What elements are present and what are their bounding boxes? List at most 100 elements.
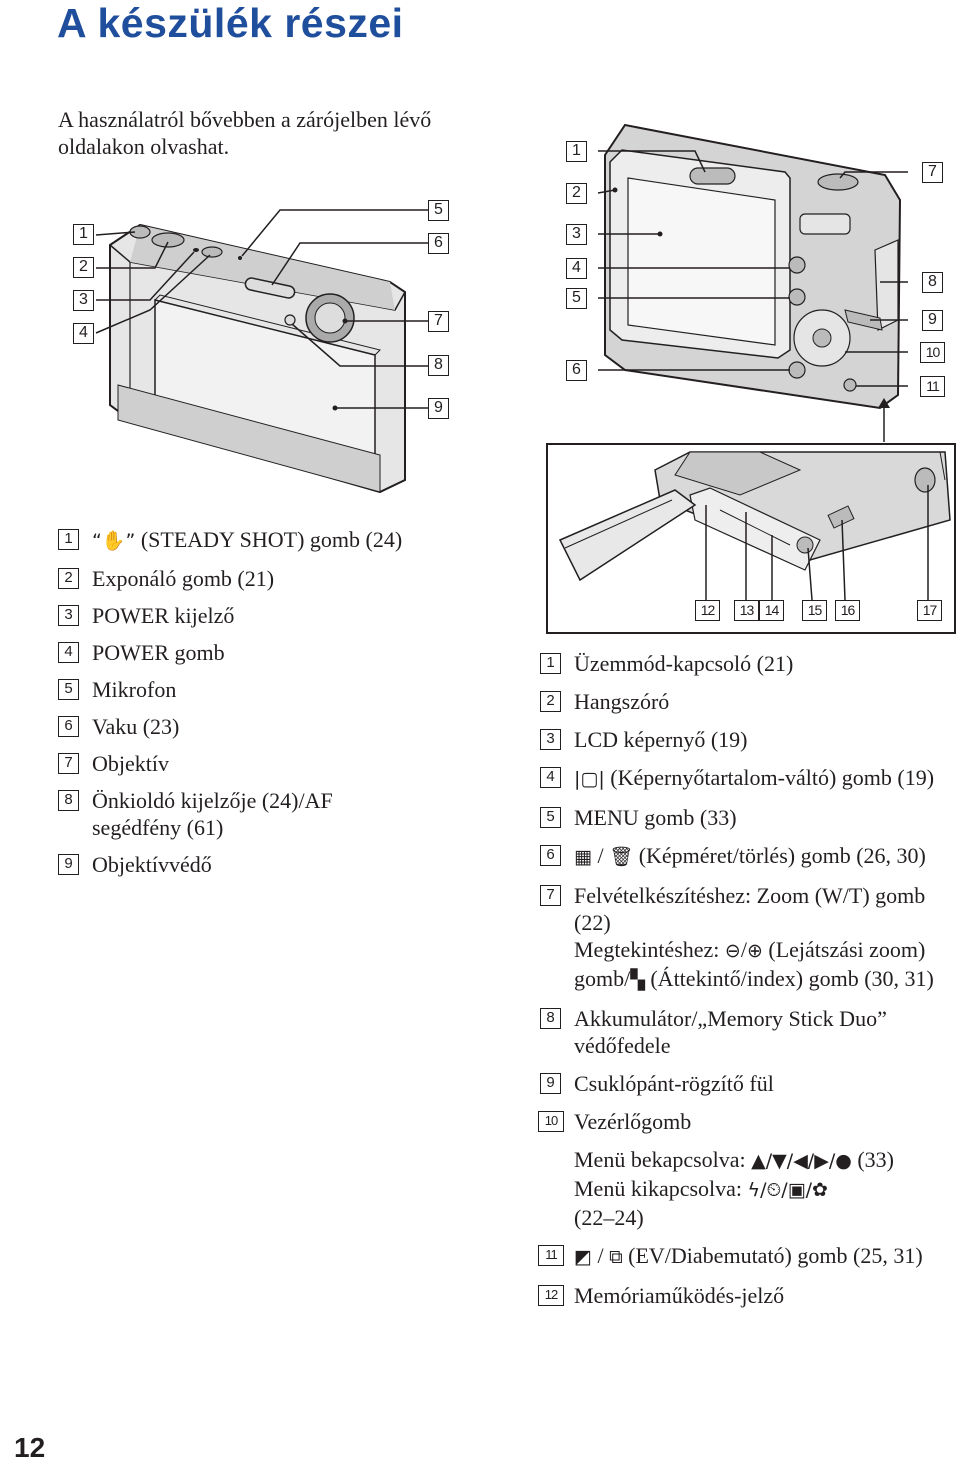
zoom-in-icon: ⊕: [746, 940, 763, 962]
back-callout-5: 5: [566, 288, 587, 309]
item-text: (Képernyőtartalom-váltó) gomb (19): [610, 765, 935, 790]
bottom-callout-17: 17: [917, 600, 942, 621]
item-text: (STEADY SHOT) gomb (24): [140, 527, 403, 552]
back-callout-7: 7: [922, 162, 943, 183]
front-callout-9: 9: [428, 398, 449, 419]
list-item: 2 Hangszóró: [540, 688, 960, 715]
list-item: Menü bekapcsolva: ▲/▼/◀/▶/● (33) Menü ki…: [540, 1146, 960, 1231]
list-item: 5 MENU gomb (33): [540, 804, 960, 831]
item-number: 1: [540, 653, 561, 674]
bottom-callout-14: 14: [759, 600, 784, 621]
list-item: 10 Vezérlőgomb: [538, 1108, 960, 1135]
item-text: Menü kikapcsolva:: [574, 1176, 743, 1201]
item-number: 10: [538, 1111, 564, 1132]
item-text: Felvételkészítéshez: Zoom (W/T) gomb (22…: [574, 883, 926, 935]
list-item: 1 “✋” (STEADY SHOT) gomb (24): [58, 526, 478, 555]
bottom-callout-16: 16: [835, 600, 860, 621]
page-number: 12: [14, 1432, 46, 1463]
item-text: Megtekintéshez:: [574, 937, 720, 962]
list-item: 8 Önkioldó kijelzője (24)/AF segédfény (…: [58, 787, 392, 841]
item-text: Exponáló gomb (21): [92, 566, 275, 591]
item-number: 8: [58, 790, 79, 811]
item-text: (33): [857, 1147, 894, 1172]
list-item: 6 ▦ / 🗑 (Képméret/törlés) gomb (26, 30): [540, 842, 960, 871]
front-parts-list: 1 “✋” (STEADY SHOT) gomb (24) 2 Exponáló…: [58, 526, 478, 888]
front-callout-1: 1: [73, 224, 94, 245]
list-item: 4 POWER gomb: [58, 639, 478, 666]
item-text: (EV/Diabemutató) gomb (25, 31): [628, 1243, 923, 1268]
page-title: A készülék részei: [57, 0, 404, 46]
front-callout-5: 5: [428, 200, 449, 221]
direction-keys-icon: ▲/▼/◀/▶/●: [751, 1150, 852, 1172]
item-text: Vaku (23): [92, 714, 180, 739]
item-text: Üzemmód-kapcsoló (21): [574, 651, 794, 676]
item-number: 12: [538, 1285, 564, 1306]
list-item: 11 ◩ / ⧉ (EV/Diabemutató) gomb (25, 31): [538, 1242, 960, 1271]
back-parts-list: 1 Üzemmód-kapcsoló (21) 2 Hangszóró 3 LC…: [538, 650, 960, 1320]
list-item: 6 Vaku (23): [58, 713, 478, 740]
bottom-callout-15: 15: [802, 600, 827, 621]
item-number: 6: [58, 716, 79, 737]
item-number: 5: [540, 807, 561, 828]
item-text: Önkioldó kijelzője (24)/AF segédfény (61…: [92, 788, 333, 840]
item-number: 4: [540, 767, 561, 788]
item-number: 7: [58, 753, 79, 774]
item-number: 4: [58, 642, 79, 663]
back-callout-8: 8: [922, 272, 943, 293]
list-item: 9 Csuklópánt-rögzítő fül: [540, 1070, 960, 1097]
item-text: Akkumulátor/„Memory Stick Duo” védőfedel…: [574, 1006, 887, 1058]
item-number: 8: [540, 1008, 561, 1029]
item-number: 9: [58, 854, 79, 875]
list-item: 3 LCD képernyő (19): [540, 726, 960, 753]
intro-text: A használatról bővebben a zárójelben lév…: [58, 107, 432, 159]
item-text: (Lejátszási zoom) gomb/: [574, 937, 926, 991]
list-item: 9 Objektívvédő: [58, 851, 478, 878]
front-callout-2: 2: [73, 257, 94, 278]
item-text: Objektívvédő: [92, 852, 212, 877]
bottom-callout-12: 12: [695, 600, 720, 621]
front-callout-8: 8: [428, 355, 449, 376]
front-camera-illustration: [95, 209, 428, 494]
item-text: LCD képernyő (19): [574, 727, 748, 752]
list-item: 12 Memóriaműködés-jelző: [538, 1282, 960, 1309]
item-number: 6: [540, 845, 561, 866]
item-number: 7: [540, 885, 561, 906]
flash-selftimer-icons: ϟ/⏲/▣/✿: [747, 1179, 828, 1201]
slideshow-icon: ⧉: [609, 1246, 623, 1268]
item-number: 11: [538, 1245, 564, 1266]
item-number: 2: [540, 691, 561, 712]
item-text: Csuklópánt-rögzítő fül: [574, 1071, 774, 1096]
list-item: 8 Akkumulátor/„Memory Stick Duo” védőfed…: [540, 1005, 960, 1059]
item-number: 2: [58, 568, 79, 589]
trash-icon: 🗑: [609, 846, 634, 868]
list-item: 7 Objektív: [58, 750, 478, 777]
item-text: Mikrofon: [92, 677, 177, 702]
list-item: 4 |▢| (Képernyőtartalom-váltó) gomb (19): [540, 764, 960, 793]
list-item: 5 Mikrofon: [58, 676, 478, 703]
item-text: (Áttekintő/index) gomb (30, 31): [650, 966, 934, 991]
bottom-camera-illustration: [546, 443, 956, 634]
separator: /: [597, 843, 604, 868]
up-arrow: [878, 398, 890, 442]
front-callout-4: 4: [73, 323, 94, 344]
back-callout-9: 9: [922, 310, 943, 331]
item-number: 5: [58, 679, 79, 700]
ev-icon: ◩: [574, 1246, 592, 1268]
back-callout-2: 2: [566, 183, 587, 204]
back-callout-10: 10: [920, 342, 945, 363]
back-callout-6: 6: [566, 360, 587, 381]
item-text: (22–24): [574, 1205, 644, 1230]
item-text: (Képméret/törlés) gomb (26, 30): [638, 843, 926, 868]
list-item: 2 Exponáló gomb (21): [58, 565, 478, 592]
item-text: POWER kijelző: [92, 603, 235, 628]
list-item: 3 POWER kijelző: [58, 602, 478, 629]
item-number: 9: [540, 1073, 561, 1094]
item-text: Objektív: [92, 751, 169, 776]
front-callout-3: 3: [73, 290, 94, 311]
list-item: 7 Felvételkészítéshez: Zoom (W/T) gomb (…: [540, 882, 960, 994]
front-callout-7: 7: [428, 311, 449, 332]
front-callout-6: 6: [428, 233, 449, 254]
back-callout-1: 1: [566, 141, 587, 162]
item-number: 1: [58, 529, 79, 550]
item-number: 3: [540, 729, 561, 750]
